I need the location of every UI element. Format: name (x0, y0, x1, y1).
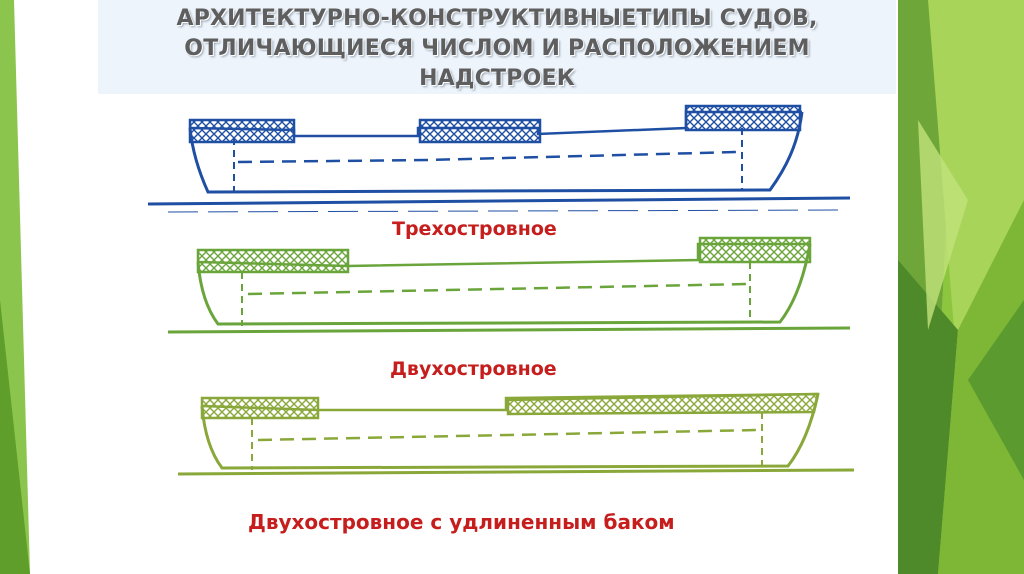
hull-outline (188, 111, 804, 194)
slide-title-line-1: АРХИТЕКТУРНО-КОНСТРУКТИВНЫЕТИПЫ СУДОВ, (176, 6, 818, 31)
caption-two-island: Двухостровное (390, 358, 557, 380)
slide-title-line-2: ОТЛИЧАЮЩИЕСЯ ЧИСЛОМ И РАСПОЛОЖЕНИЕМ (184, 36, 810, 61)
forecastle-superstructure (698, 236, 812, 264)
hull-outline (196, 243, 812, 326)
slide-title-line-3: НАДСТРОЕК (419, 66, 575, 91)
poop-superstructure (196, 248, 350, 274)
caption-three-island: Трехостровное (392, 218, 557, 240)
waterline (177, 468, 855, 476)
inner-deck-line (257, 428, 759, 442)
ship-diagrams-panel: Трехостровное Двухостровное Дв (98, 94, 896, 574)
waterline (147, 196, 851, 206)
long-forecastle-superstructure (506, 392, 820, 416)
right-decorative-panel (898, 0, 1024, 574)
left-decorative-stripe (0, 0, 100, 574)
two-island-ship-diagram (167, 236, 851, 334)
long-forecastle-ship-diagram (177, 392, 855, 476)
bridge-superstructure (418, 118, 542, 144)
poop-superstructure (188, 118, 296, 144)
inner-deck-line (247, 282, 749, 296)
three-island-ship-diagram (147, 104, 851, 213)
forecastle-superstructure (684, 104, 802, 132)
waterline-secondary (167, 209, 839, 213)
poop-superstructure (200, 396, 320, 420)
waterline (167, 326, 851, 334)
caption-long-forecastle: Двухостровное с удлиненным баком (248, 510, 675, 534)
inner-deck-line (237, 150, 739, 164)
title-area: АРХИТЕКТУРНО-КОНСТРУКТИВНЫЕТИПЫ СУДОВ, О… (98, 0, 896, 94)
hull-outline (200, 393, 820, 470)
